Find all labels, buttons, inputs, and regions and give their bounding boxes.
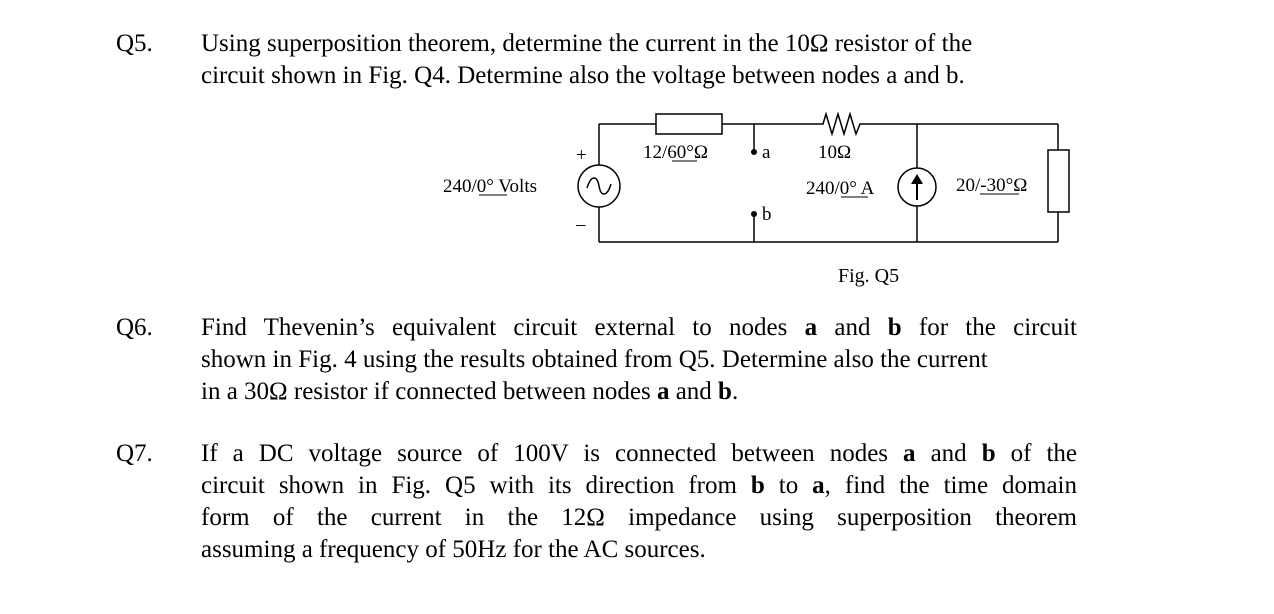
q6-line-3: in a 30Ω resistor if connected between n… [201,378,739,405]
figure-caption: Fig. Q5 [838,265,900,287]
q7-line-2: circuit shown in Fig. Q5 with its direct… [201,472,1077,499]
question-number-q5: Q5. [116,30,153,57]
impedance-12-60-label: 12/60°Ω [643,142,708,163]
impedance-20-30-label: 20/-30°Ω [956,175,1027,196]
question-number-q7: Q7. [116,440,153,467]
node-b-label: b [762,204,772,225]
resistor-10-ohm-zigzag [815,111,869,137]
arrow-up-icon [911,174,923,184]
q6-line-1: Find Thevenin’s equivalent circuit exter… [201,314,1077,341]
source-minus-sign: – [575,214,586,235]
node-a-label: a [762,142,771,163]
resistor-10-ohm-label: 10Ω [818,142,851,163]
source-plus-sign: + [576,145,587,166]
question-number-q6: Q6. [116,314,153,341]
current-source-label: 240/0° A [806,178,875,199]
voltage-source-label: 240/0° Volts [443,176,537,197]
q7-line-3: form of the current in the 12Ω impedance… [201,504,1077,531]
impedance-20-30-box [1047,149,1070,213]
question-text-q5: Using superposition theorem, determine t… [201,28,1077,92]
impedance-12-60-box [655,113,723,135]
node-b-dot [751,211,757,217]
question-text-q6: Find Thevenin’s equivalent circuit exter… [201,312,1077,408]
q7-line-1: If a DC voltage source of 100V is connec… [201,440,1077,467]
question-text-q7: If a DC voltage source of 100V is connec… [201,438,1077,566]
q5-line-2: circuit shown in Fig. Q4. Determine also… [201,62,965,89]
node-a-dot [751,149,757,155]
q6-line-2: shown in Fig. 4 using the results obtain… [201,346,988,373]
q7-line-4: assuming a frequency of 50Hz for the AC … [201,536,706,563]
q5-line-1: Using superposition theorem, determine t… [201,30,973,57]
